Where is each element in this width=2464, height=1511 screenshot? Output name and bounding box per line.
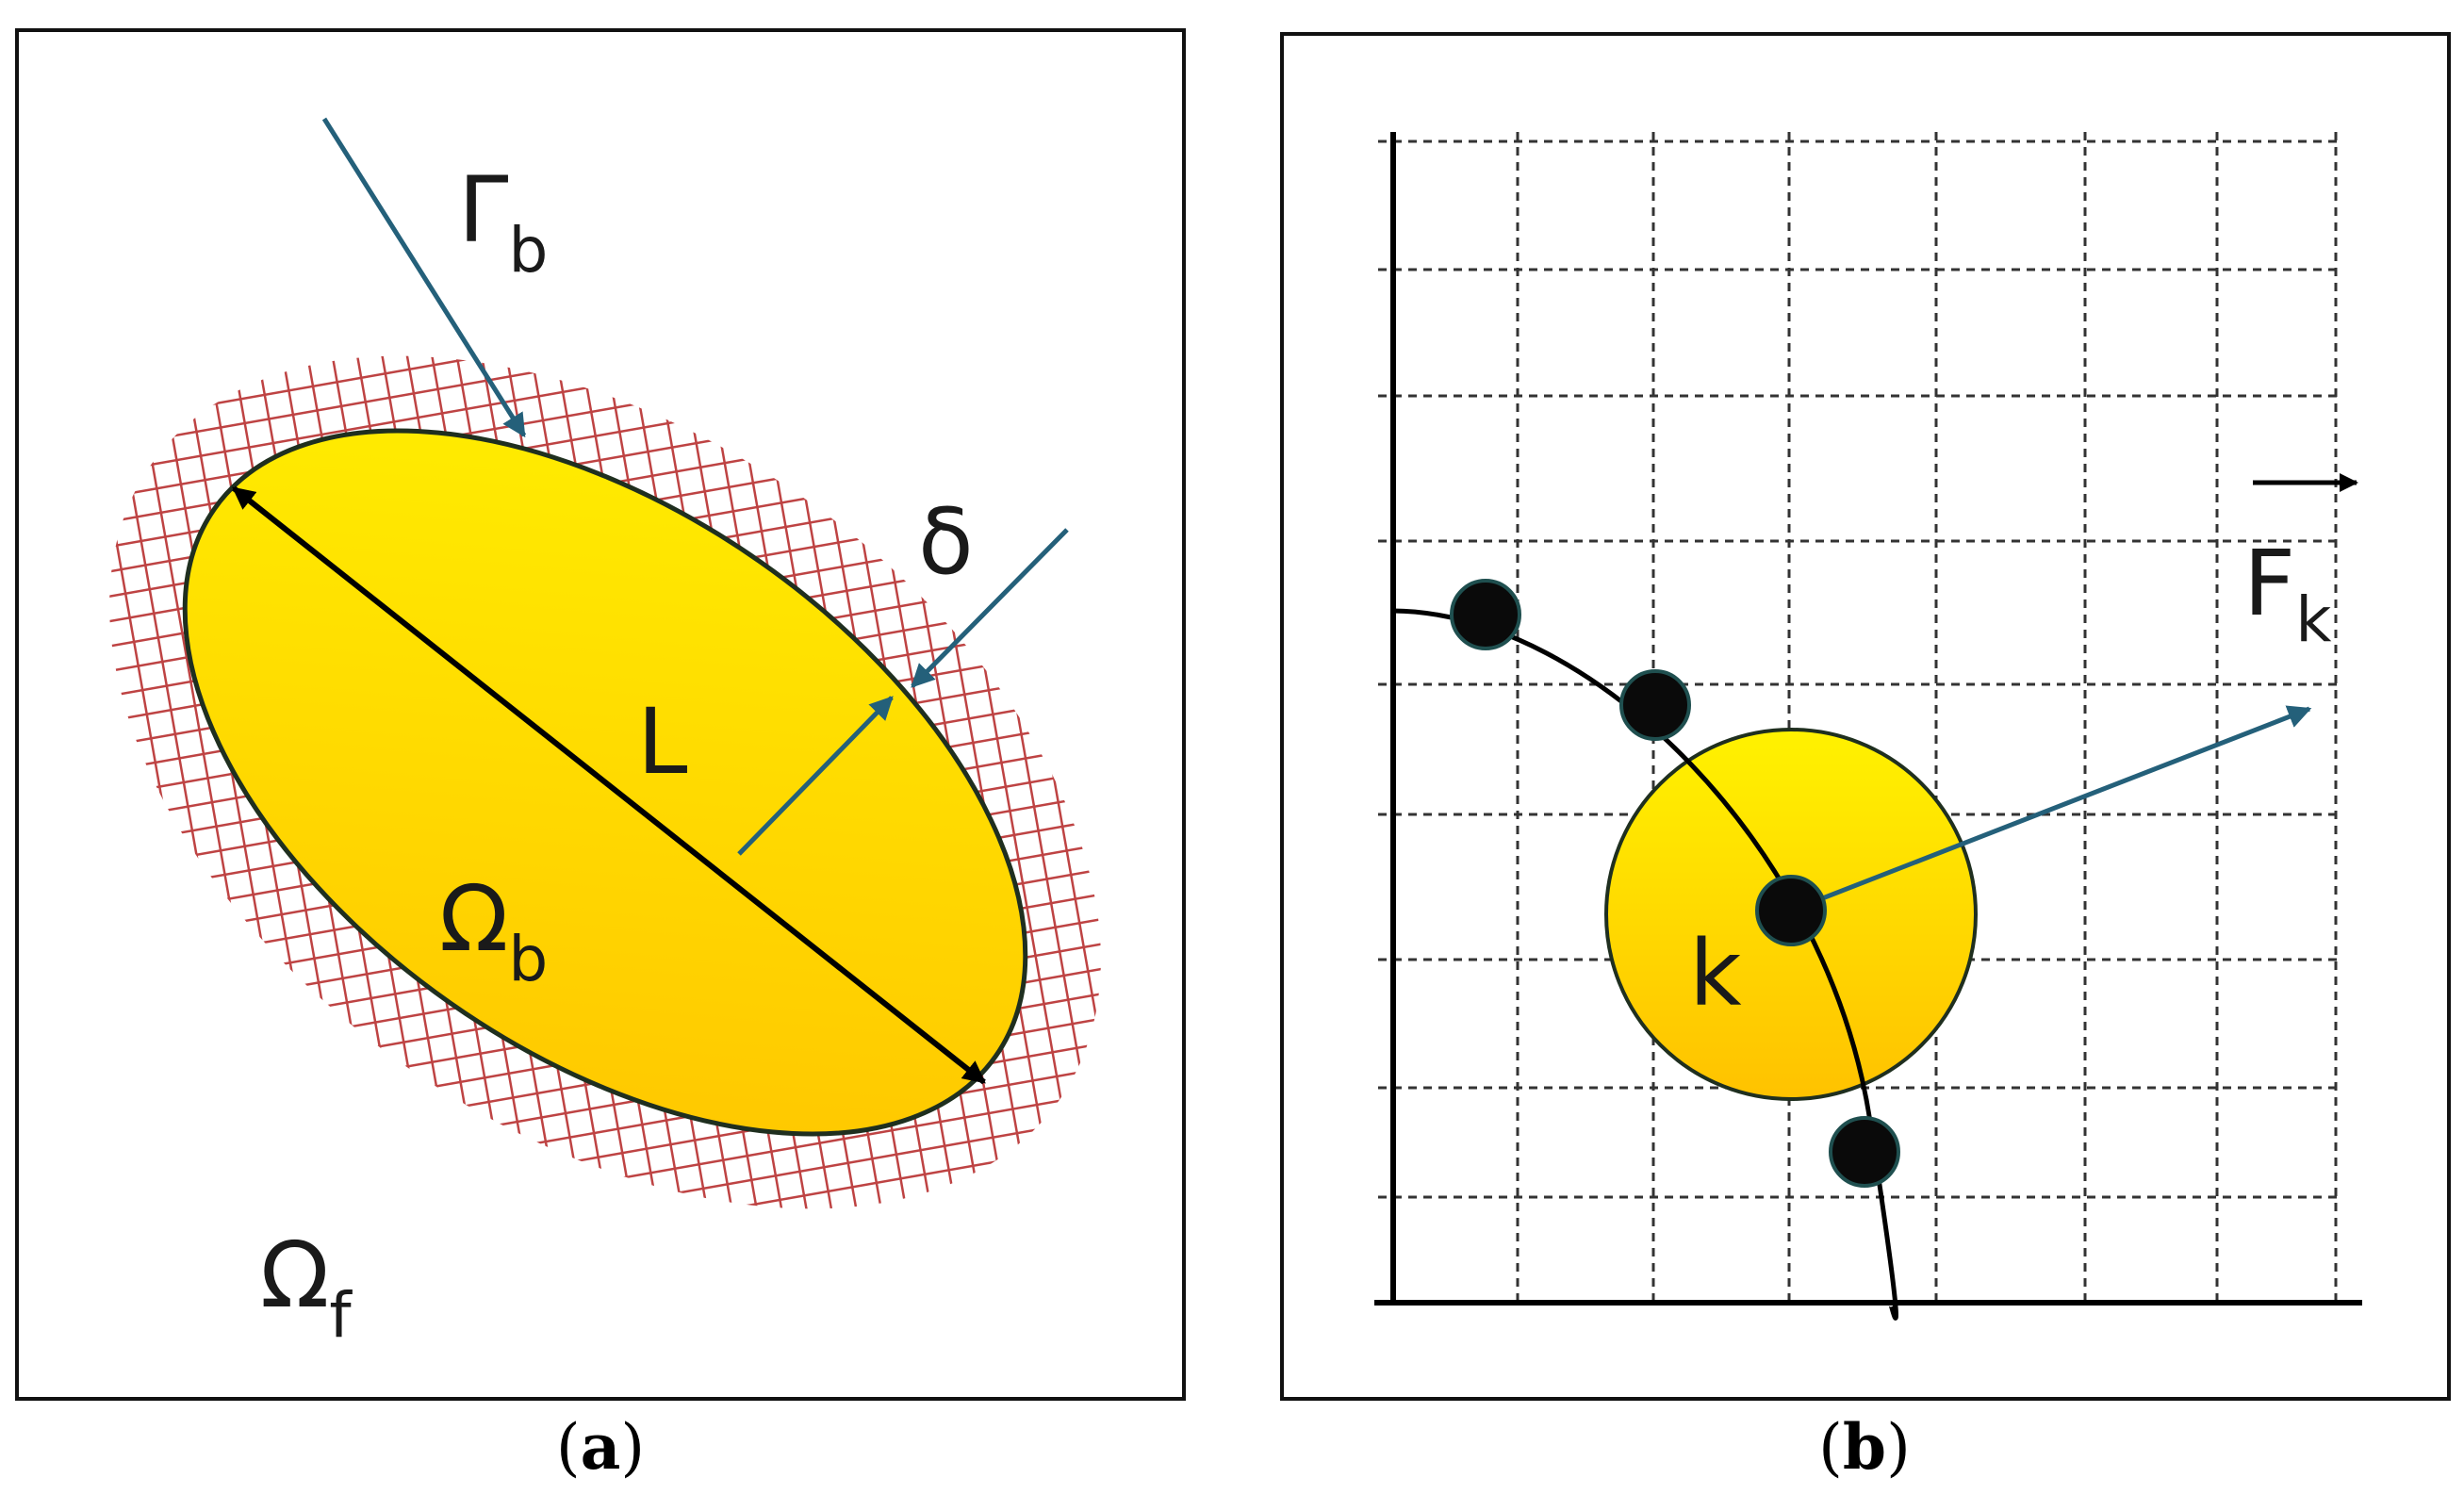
boundary-pointer-arrow (321, 117, 527, 438)
fluid-grid (1378, 132, 2340, 1303)
force-label: Fk (2243, 531, 2332, 656)
delta-inner-arrow (737, 696, 894, 856)
panel-b: k Fk (b) (1280, 32, 2451, 1484)
omega-b-label: Ωb (439, 866, 548, 995)
omega-f-label: Ωf (260, 1223, 353, 1352)
gamma-label: Γb (458, 157, 548, 287)
panel-b-caption: (b) (1818, 1410, 1911, 1484)
length-label: L (637, 689, 687, 795)
length-arrow (232, 485, 986, 1085)
delta-outer-arrow (911, 528, 1069, 688)
panel-a: Γb δ L Ωb Ωf (a) (15, 28, 1186, 1484)
node-k-label: k (1689, 921, 1742, 1026)
lagrangian-point (1450, 579, 1521, 650)
panel-a-caption: (a) (556, 1410, 645, 1484)
lagrangian-point (1829, 1116, 1900, 1188)
lagrangian-point-k (1755, 875, 1827, 946)
lagrangian-point (1619, 669, 1691, 741)
panel-b-frame (1280, 32, 2451, 1401)
force-arrow (1790, 705, 2312, 913)
body-boundary-curve (1392, 608, 1898, 1321)
delta-label: δ (918, 489, 974, 595)
